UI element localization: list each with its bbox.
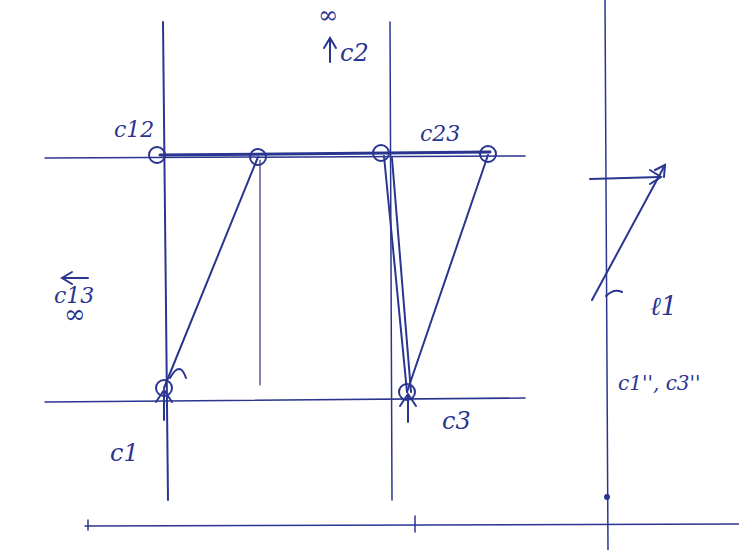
vertical-line <box>259 160 260 385</box>
up-arrow <box>400 394 416 422</box>
point <box>373 145 389 161</box>
vertical-line <box>390 22 392 500</box>
image-plane <box>160 152 490 155</box>
direction-arrow <box>324 38 336 62</box>
direction-arrow <box>62 272 88 284</box>
up-arrow <box>156 390 172 420</box>
tick <box>414 516 416 532</box>
angle-arc <box>170 369 186 378</box>
horizontal-arrow <box>590 177 660 179</box>
point-label: c1 <box>108 440 141 466</box>
point-label: c12 <box>112 118 156 142</box>
baseline <box>85 524 739 526</box>
point <box>605 495 609 499</box>
point-label: ℓ1 <box>648 292 679 320</box>
point-label: ∞ <box>62 300 88 328</box>
point-label: c3 <box>440 408 473 434</box>
point-label: c23 <box>418 122 462 146</box>
tick <box>87 520 89 530</box>
point-label: ∞ <box>316 2 340 28</box>
point-label: c1'', c3'' <box>616 372 703 394</box>
ray <box>407 155 488 392</box>
angle-arc <box>606 291 622 296</box>
point-label: c2 <box>338 40 371 66</box>
point <box>149 147 165 163</box>
point <box>480 146 496 162</box>
ray <box>164 157 258 388</box>
ray <box>392 158 411 392</box>
arrowhead <box>650 170 661 184</box>
ray <box>592 165 665 300</box>
horizontal-line <box>45 398 525 402</box>
vertical-line <box>163 22 168 500</box>
horizontal-line <box>45 156 525 158</box>
